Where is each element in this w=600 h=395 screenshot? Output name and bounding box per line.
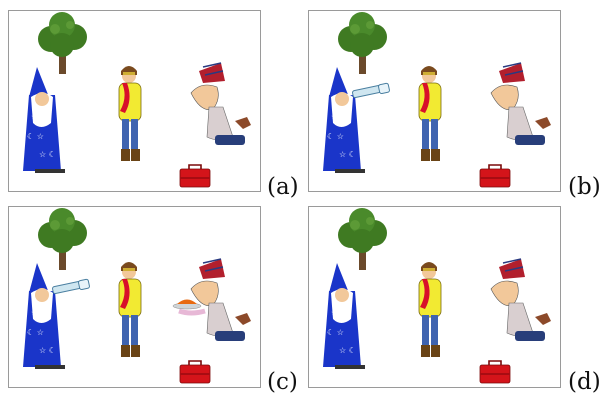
aviator (418, 66, 442, 161)
panel-label-c: (c) (267, 369, 298, 395)
svg-text:☆: ☆ (31, 309, 37, 317)
plate-icon (172, 299, 206, 316)
tree (338, 12, 387, 74)
svg-text:☆ ☾: ☆ ☾ (39, 346, 56, 355)
toolbox-icon (479, 164, 511, 188)
wizard: ☾ ☆ ☆ ☾ ☆ (23, 263, 90, 369)
aviator (418, 262, 442, 357)
svg-text:☾ ☆: ☾ ☆ (327, 132, 344, 141)
aviator (118, 262, 142, 357)
panel-label-d: (d) (568, 369, 600, 395)
toolbox-icon (479, 360, 511, 384)
aviator (118, 66, 142, 161)
svg-text:☆ ☾: ☆ ☾ (339, 150, 356, 159)
scene-panel-d: ☾ ☆ ☆ ☾ ☆ (308, 206, 561, 388)
svg-text:☾ ☆: ☾ ☆ (327, 328, 344, 337)
wizard: ☾ ☆ ☆ ☾ ☆ (23, 67, 65, 173)
scene-panel-a: ☾ ☆ ☆ ☾ ☆ (8, 10, 261, 192)
svg-text:☆: ☆ (331, 113, 337, 121)
scene-panel-c: ☾ ☆ ☆ ☾ ☆ (8, 206, 261, 388)
panel-label-a: (a) (267, 174, 299, 200)
telescope-icon (352, 82, 390, 99)
wizard: ☾ ☆ ☆ ☾ ☆ (323, 67, 390, 173)
svg-text:☾ ☆: ☾ ☆ (27, 132, 44, 141)
svg-text:☆: ☆ (331, 309, 337, 317)
wizard: ☾ ☆ ☆ ☾ ☆ (323, 263, 365, 369)
traveler (172, 258, 251, 341)
svg-text:☆ ☾: ☆ ☾ (339, 346, 356, 355)
tree (338, 208, 387, 270)
traveler (490, 258, 551, 341)
traveler (190, 62, 251, 145)
telescope-icon (52, 278, 90, 295)
tree (38, 208, 87, 270)
svg-text:☆ ☾: ☆ ☾ (39, 150, 56, 159)
toolbox-icon (179, 164, 211, 188)
tree (38, 12, 87, 74)
svg-text:☆: ☆ (31, 113, 37, 121)
traveler (490, 62, 551, 145)
scene-panel-b: ☾ ☆ ☆ ☾ ☆ (308, 10, 561, 192)
toolbox-icon (179, 360, 211, 384)
svg-text:☾ ☆: ☾ ☆ (27, 328, 44, 337)
panel-label-b: (b) (568, 174, 600, 200)
